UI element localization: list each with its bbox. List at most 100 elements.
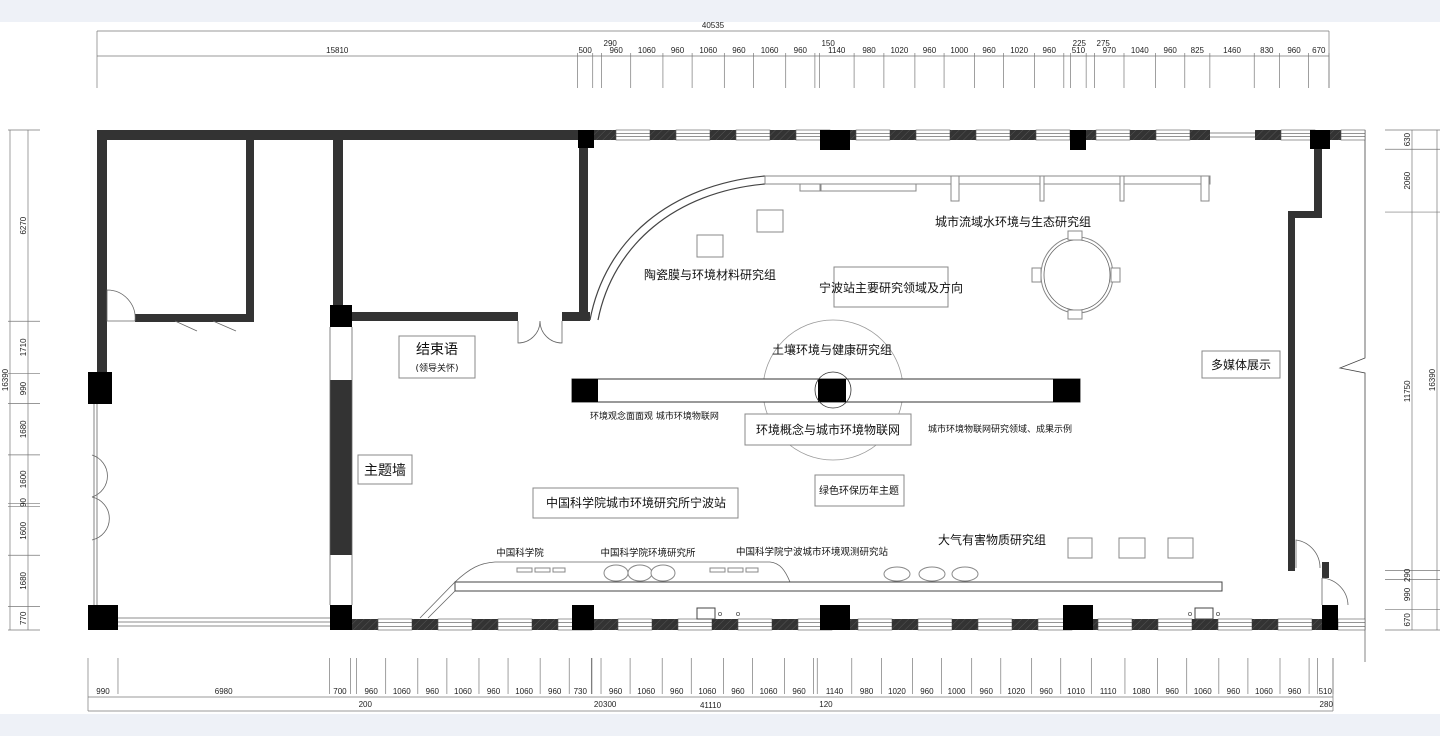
door-swing-icon bbox=[174, 320, 237, 332]
window bbox=[977, 618, 1013, 631]
dimension-value: 960 bbox=[364, 687, 378, 696]
dimension-value: 1710 bbox=[19, 338, 28, 356]
wall-segment bbox=[712, 619, 738, 630]
column bbox=[1053, 379, 1080, 402]
dimension-total: 16390 bbox=[1428, 368, 1437, 391]
dimension-value: 670 bbox=[1403, 613, 1412, 627]
wall-segment bbox=[1192, 619, 1218, 630]
multimedia-box bbox=[1201, 350, 1281, 379]
ningbo-main-label: 宁波站主要研究领域及方向 bbox=[819, 280, 963, 295]
dimension-value: 1060 bbox=[1194, 687, 1212, 696]
walls bbox=[93, 130, 1366, 662]
wall-segment bbox=[892, 619, 918, 630]
dimension-value: 670 bbox=[1312, 46, 1326, 55]
wall-segment bbox=[772, 619, 798, 630]
theme-wall-label: 主题墙 bbox=[364, 463, 406, 479]
wall-segment bbox=[710, 130, 736, 140]
entrance-door-icon bbox=[91, 454, 110, 541]
window bbox=[1340, 129, 1366, 141]
wall-segment bbox=[1012, 619, 1038, 630]
dimension-value: 960 bbox=[792, 687, 806, 696]
right-inner-wall bbox=[1288, 211, 1322, 218]
display-plates bbox=[516, 567, 759, 573]
dimension-value: 960 bbox=[671, 46, 685, 55]
display-panel bbox=[1200, 175, 1210, 202]
column bbox=[1070, 130, 1086, 150]
column bbox=[1063, 605, 1093, 630]
dimension-value: 960 bbox=[1287, 46, 1301, 55]
window bbox=[497, 618, 533, 631]
curved-display-wall bbox=[597, 183, 766, 321]
dimension-value: 1020 bbox=[1010, 46, 1028, 55]
bench bbox=[1194, 607, 1214, 620]
column bbox=[572, 605, 594, 630]
cas-ningbo-label: 中国科学院城市环境研究所宁波站 bbox=[546, 495, 726, 510]
dimension-value: 960 bbox=[426, 687, 440, 696]
dimension-value: 6270 bbox=[19, 216, 28, 234]
dimension-value: 1060 bbox=[393, 687, 411, 696]
dimension-value: 275 bbox=[1097, 39, 1111, 48]
dimension-value: 280 bbox=[1320, 700, 1334, 709]
window bbox=[1035, 129, 1071, 141]
dimension-value: 1000 bbox=[950, 46, 968, 55]
lower-display-counter bbox=[454, 581, 1223, 592]
wall-segment bbox=[352, 619, 378, 630]
dimension-value: 980 bbox=[860, 687, 874, 696]
dimension-value: 1060 bbox=[760, 687, 778, 696]
dimension-value: 960 bbox=[609, 46, 623, 55]
wall-segment bbox=[890, 130, 916, 140]
window bbox=[737, 618, 773, 631]
bench-marker bbox=[1188, 612, 1193, 617]
column bbox=[88, 605, 118, 630]
dimension-value: 700 bbox=[333, 687, 347, 696]
water-group-label: 城市流域水环境与生态研究组 bbox=[935, 214, 1091, 229]
dimension-value: 1600 bbox=[19, 521, 28, 539]
dimension-value: 960 bbox=[794, 46, 808, 55]
green-theme-box bbox=[814, 474, 905, 507]
room-wall bbox=[135, 314, 254, 322]
chair bbox=[1110, 267, 1121, 283]
dimension-value: 960 bbox=[487, 687, 501, 696]
dimension-value: 730 bbox=[574, 687, 588, 696]
window bbox=[377, 618, 413, 631]
wall-segment bbox=[1132, 619, 1158, 630]
double-door-icon bbox=[517, 320, 563, 344]
bench-marker bbox=[718, 612, 723, 617]
dimension-value: 1060 bbox=[1255, 687, 1273, 696]
dimension-value: 290 bbox=[604, 39, 618, 48]
display-panel bbox=[950, 175, 960, 202]
window bbox=[975, 129, 1011, 141]
dimension-value: 300 bbox=[603, 700, 617, 709]
cas-label: 中国科学院 bbox=[496, 547, 544, 559]
dimension-value: 1680 bbox=[19, 420, 28, 438]
bottom-window-band bbox=[352, 618, 1366, 631]
air-group-label: 大气有害物质研究组 bbox=[938, 532, 1046, 547]
wall-segment bbox=[1190, 130, 1210, 140]
multimedia-label: 多媒体展示 bbox=[1211, 358, 1271, 372]
display-oval bbox=[918, 566, 946, 582]
window bbox=[617, 618, 653, 631]
dimension-value: 510 bbox=[1319, 687, 1333, 696]
display-stand bbox=[696, 234, 724, 258]
display-plate bbox=[516, 567, 533, 573]
display-stand bbox=[756, 209, 784, 233]
window bbox=[1157, 618, 1193, 631]
top-wall bbox=[97, 130, 590, 140]
dimension-value: 1040 bbox=[1131, 46, 1149, 55]
dimension-value: 1020 bbox=[890, 46, 908, 55]
display-oval bbox=[883, 566, 911, 582]
wall-segment bbox=[770, 130, 796, 140]
display-oval bbox=[650, 564, 676, 582]
curved-display-wall bbox=[589, 175, 766, 321]
dimension-value: 960 bbox=[1166, 687, 1180, 696]
dimension-value: 960 bbox=[548, 687, 562, 696]
display-stand bbox=[1067, 537, 1093, 559]
dimension-value: 1060 bbox=[637, 687, 655, 696]
door-swing-icon bbox=[1295, 539, 1321, 569]
bench bbox=[696, 607, 716, 620]
display-plate bbox=[709, 567, 726, 573]
dimension-value: 90 bbox=[19, 497, 28, 506]
